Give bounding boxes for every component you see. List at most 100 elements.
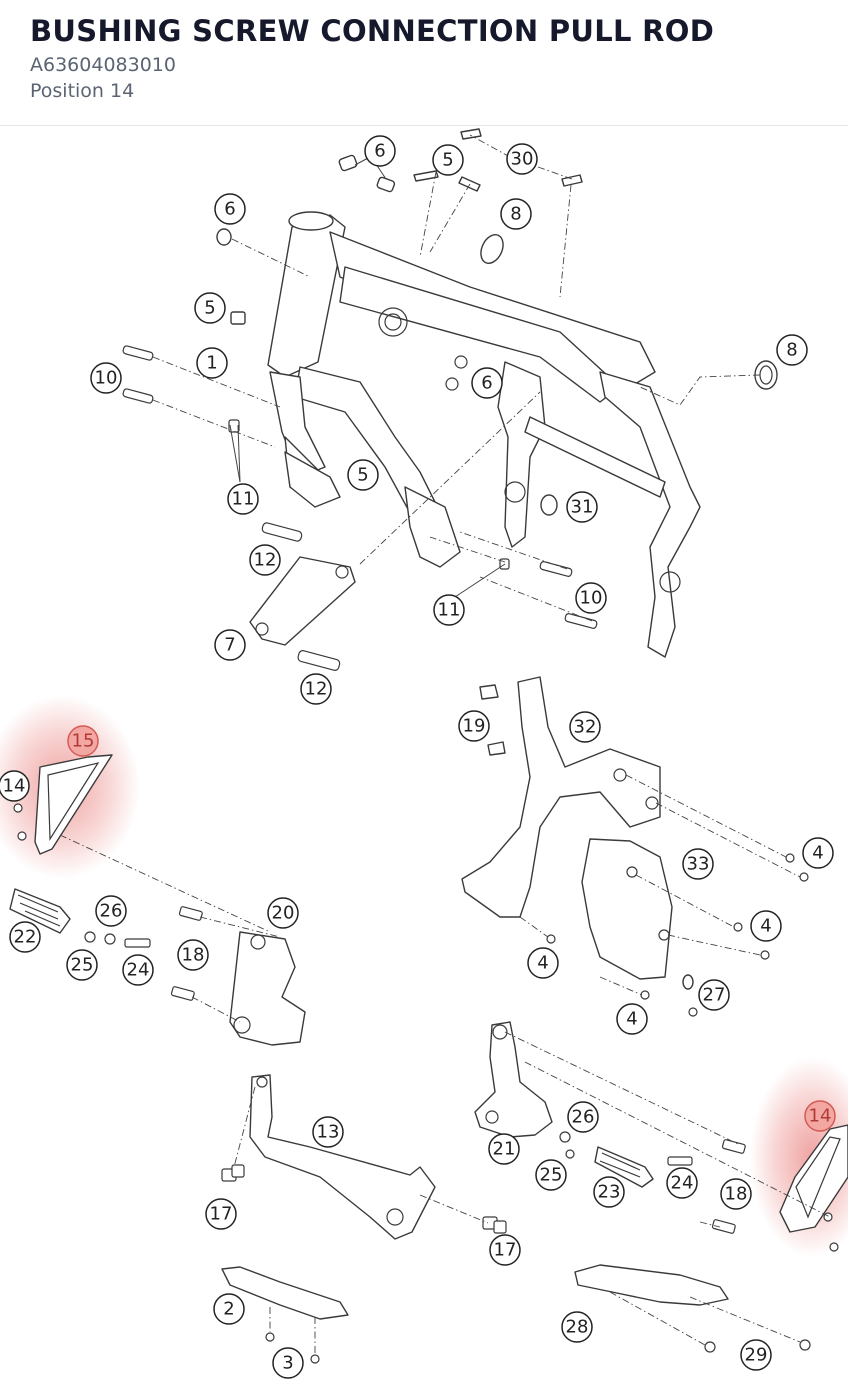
svg-text:26: 26: [100, 901, 123, 922]
svg-text:10: 10: [95, 368, 118, 389]
svg-text:28: 28: [566, 1317, 589, 1338]
main-frame: [267, 211, 701, 658]
callout-25[interactable]: 25: [66, 949, 98, 981]
callout-10[interactable]: 10: [90, 362, 122, 394]
callout-24[interactable]: 24: [122, 954, 154, 986]
callout-29[interactable]: 29: [740, 1339, 772, 1371]
callout-21[interactable]: 21: [488, 1133, 520, 1165]
callout-26[interactable]: 26: [95, 895, 127, 927]
callout-5[interactable]: 5: [194, 292, 226, 324]
callout-26[interactable]: 26: [567, 1101, 599, 1133]
callout-20[interactable]: 20: [267, 897, 299, 929]
callout-14-highlighted[interactable]: 14: [0, 770, 30, 802]
svg-text:12: 12: [305, 679, 328, 700]
exploded-parts-diagram: 6 5 30 6 8 5 1 10 6 8 5 11 31 12 10 11 7…: [0, 128, 848, 1379]
svg-text:23: 23: [598, 1182, 621, 1203]
svg-text:19: 19: [463, 716, 486, 737]
svg-text:29: 29: [745, 1345, 768, 1366]
callout-30[interactable]: 30: [506, 143, 538, 175]
callout-22[interactable]: 22: [9, 921, 41, 953]
svg-text:25: 25: [540, 1165, 563, 1186]
svg-text:5: 5: [204, 298, 215, 319]
right-footrest-group: [474, 1021, 848, 1252]
svg-text:21: 21: [493, 1139, 516, 1160]
svg-text:6: 6: [481, 373, 492, 394]
svg-text:4: 4: [537, 953, 548, 974]
callout-4[interactable]: 4: [802, 837, 834, 869]
callout-24[interactable]: 24: [666, 1167, 698, 1199]
callout-18[interactable]: 18: [177, 939, 209, 971]
callout-1[interactable]: 1: [196, 347, 228, 379]
svg-text:2: 2: [223, 1299, 234, 1320]
callout-32[interactable]: 32: [569, 711, 601, 743]
svg-text:4: 4: [626, 1009, 637, 1030]
svg-text:8: 8: [786, 340, 797, 361]
svg-text:5: 5: [357, 465, 368, 486]
part-number: A63604083010: [30, 54, 176, 76]
svg-text:13: 13: [317, 1122, 340, 1143]
svg-text:33: 33: [687, 854, 710, 875]
svg-text:6: 6: [224, 199, 235, 220]
svg-text:14: 14: [3, 776, 26, 797]
callout-27[interactable]: 27: [698, 979, 730, 1011]
side-covers: [461, 676, 809, 1017]
svg-text:25: 25: [71, 955, 94, 976]
svg-text:24: 24: [127, 960, 150, 981]
callout-8[interactable]: 8: [500, 198, 532, 230]
callout-18[interactable]: 18: [720, 1178, 752, 1210]
svg-text:8: 8: [510, 204, 521, 225]
callout-12[interactable]: 12: [300, 673, 332, 705]
page-header: BUSHING SCREW CONNECTION PULL ROD A63604…: [0, 0, 848, 126]
frame-leader-lines: [152, 134, 761, 622]
svg-text:3: 3: [282, 1353, 293, 1374]
callout-11[interactable]: 11: [227, 483, 259, 515]
callout-12[interactable]: 12: [249, 544, 281, 576]
callout-19[interactable]: 19: [458, 710, 490, 742]
callout-3[interactable]: 3: [272, 1347, 304, 1379]
callout-5[interactable]: 5: [347, 459, 379, 491]
callout-31[interactable]: 31: [566, 491, 598, 523]
svg-text:18: 18: [725, 1184, 748, 1205]
callout-25[interactable]: 25: [535, 1159, 567, 1191]
svg-text:6: 6: [374, 141, 385, 162]
svg-text:26: 26: [572, 1107, 595, 1128]
svg-text:7: 7: [224, 635, 235, 656]
callout-17[interactable]: 17: [489, 1234, 521, 1266]
callout-13[interactable]: 13: [312, 1116, 344, 1148]
callout-4[interactable]: 4: [616, 1003, 648, 1035]
callout-10[interactable]: 10: [575, 582, 607, 614]
callout-7[interactable]: 7: [214, 629, 246, 661]
svg-text:4: 4: [760, 916, 771, 937]
svg-text:15: 15: [72, 731, 95, 752]
svg-text:10: 10: [580, 588, 603, 609]
svg-text:22: 22: [14, 927, 37, 948]
heel-guard-left: [34, 754, 113, 855]
svg-text:18: 18: [182, 945, 205, 966]
callout-33[interactable]: 33: [682, 848, 714, 880]
callout-4[interactable]: 4: [750, 910, 782, 942]
bottom-parts: [221, 1074, 811, 1364]
page-title: BUSHING SCREW CONNECTION PULL ROD: [30, 14, 715, 48]
callout-17[interactable]: 17: [205, 1198, 237, 1230]
callout-28[interactable]: 28: [561, 1311, 593, 1343]
callout-15[interactable]: 15: [67, 725, 99, 757]
small-frame-parts: [122, 128, 778, 671]
left-footrest-group: [9, 754, 306, 1046]
svg-text:5: 5: [442, 150, 453, 171]
callout-6[interactable]: 6: [471, 367, 503, 399]
svg-text:27: 27: [703, 985, 726, 1006]
callout-14[interactable]: 14: [804, 1100, 836, 1132]
callout-4[interactable]: 4: [527, 947, 559, 979]
svg-text:32: 32: [574, 717, 597, 738]
svg-text:24: 24: [671, 1173, 694, 1194]
callout-8[interactable]: 8: [776, 334, 808, 366]
svg-text:17: 17: [494, 1240, 517, 1261]
callout-11[interactable]: 11: [433, 594, 465, 626]
callout-2[interactable]: 2: [213, 1293, 245, 1325]
svg-text:1: 1: [206, 353, 217, 374]
callout-23[interactable]: 23: [593, 1176, 625, 1208]
svg-text:4: 4: [812, 843, 823, 864]
callout-6[interactable]: 6: [364, 135, 396, 167]
callout-5[interactable]: 5: [432, 144, 464, 176]
callout-6[interactable]: 6: [214, 193, 246, 225]
